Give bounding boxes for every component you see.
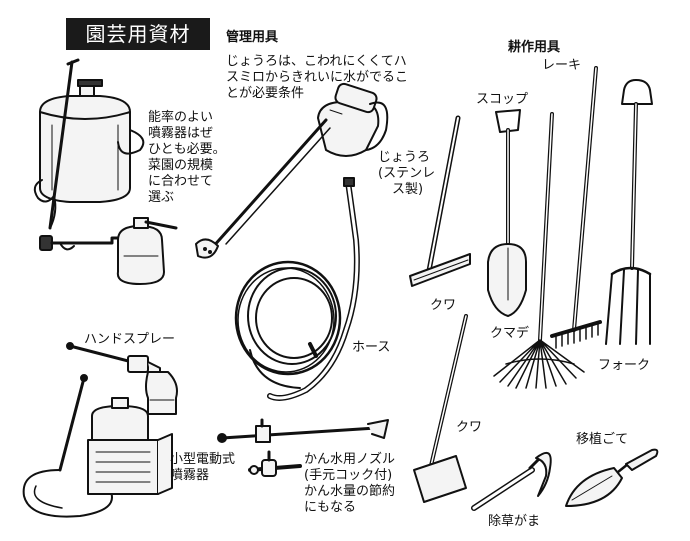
backpack-sprayer-icon: [33, 58, 145, 230]
trowel-label: 移植ごて: [576, 432, 629, 447]
watering-can-note-line: とが必要条件: [226, 86, 305, 101]
hose-icon: [234, 177, 360, 401]
watering-can-icon: [195, 82, 389, 259]
page-title: 園芸用資材: [66, 18, 210, 50]
sprayer-note-line: に合わせて: [148, 174, 214, 189]
section-management-heading: 管理用具: [226, 30, 279, 45]
watering-can-label: じょうろ (ステンレ ス製): [378, 150, 435, 198]
hose-label: ホース: [352, 340, 391, 355]
short-nozzle-icon: [248, 450, 302, 477]
section-cultivation-heading: 耕作用具: [508, 40, 561, 55]
watering-can-label-line: じょうろ: [378, 150, 431, 165]
motor-sprayer-label-line: 噴霧器: [170, 468, 210, 483]
motor-sprayer-icon: [22, 374, 173, 518]
nozzle-note-line: (手元コック付): [304, 468, 393, 483]
fork-label: フォーク: [598, 358, 651, 373]
nozzle-note-line: かん水用ノズル: [304, 452, 396, 467]
rake-icon: [550, 66, 602, 349]
hand-spray-label: ハンドスプレー: [84, 332, 176, 347]
scoop-label: スコップ: [476, 92, 529, 107]
nozzle-note: かん水用ノズル (手元コック付) かん水量の節約 にもなる: [304, 452, 395, 516]
sprayer-note-line: 菜園の規模: [148, 158, 214, 173]
watering-can-label-line: (ステンレ: [378, 166, 436, 181]
sprayer-note-line: 能率のよい: [148, 110, 214, 125]
scoop-icon: [487, 109, 527, 317]
hoe-2-label: クワ: [456, 420, 483, 435]
hoe-label: クワ: [430, 298, 457, 313]
sprayer-note-line: 噴霧器はぜ: [148, 126, 214, 141]
sprayer-note: 能率のよい 噴霧器はぜ ひとも必要。 菜園の規模 に合わせて 選ぶ: [148, 110, 226, 206]
kumade-label: クマデ: [490, 326, 530, 341]
motor-sprayer-label: 小型電動式 噴霧器: [170, 452, 235, 484]
sprayer-note-line: 選ぶ: [148, 190, 175, 205]
fork-icon: [605, 79, 653, 345]
watering-can-label-line: ス製): [392, 182, 424, 197]
weeding-sickle-icon: [471, 451, 552, 511]
motor-sprayer-label-line: 小型電動式: [170, 452, 236, 467]
nozzle-note-line: にもなる: [304, 500, 357, 515]
nozzle-note-line: かん水量の節約: [304, 484, 396, 499]
hand-spray-icon: [66, 342, 178, 415]
weeding-sickle-label: 除草がま: [488, 514, 541, 529]
trowel-icon: [565, 448, 659, 507]
hoe-2-icon: [413, 314, 468, 503]
sprayer-note-line: ひとも必要。: [148, 142, 226, 157]
hoe-icon: [409, 115, 471, 287]
kumade-icon: [493, 112, 585, 389]
compression-sprayer-icon: [39, 217, 178, 285]
rake-label: レーキ: [542, 58, 582, 73]
watering-can-note-line: スミロからきれいに水がでるこ: [226, 70, 409, 85]
long-nozzle-icon: [217, 418, 389, 443]
watering-can-note-line: じょうろは、こわれにくくてハ: [226, 54, 407, 69]
watering-can-note: じょうろは、こわれにくくてハ スミロからきれいに水がでるこ とが必要条件: [226, 54, 408, 102]
